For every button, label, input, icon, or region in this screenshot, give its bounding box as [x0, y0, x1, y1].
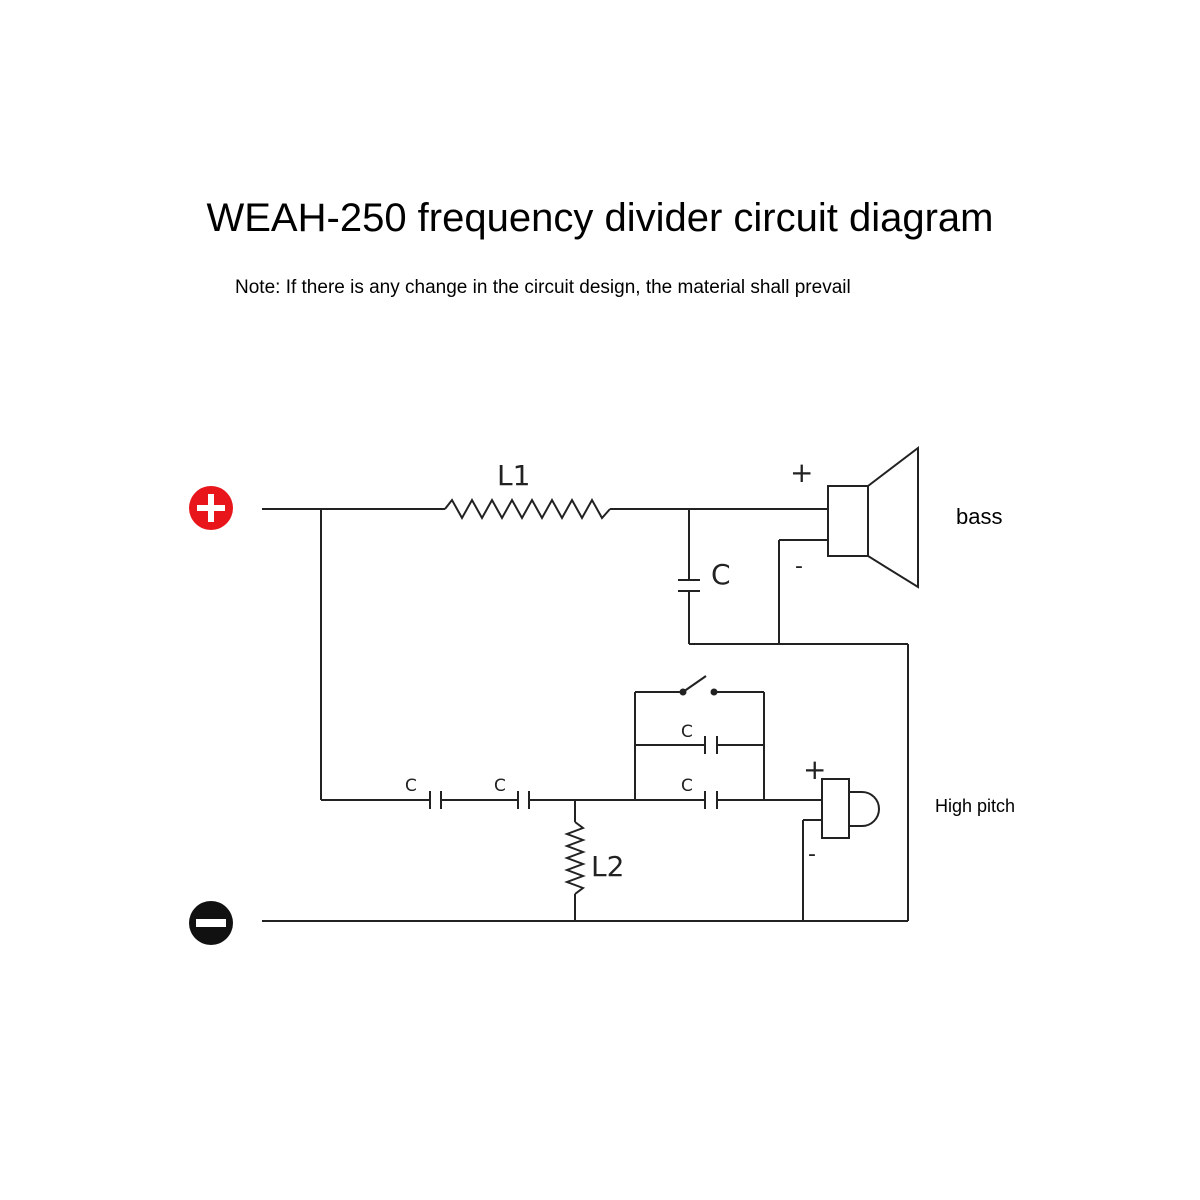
label-parallel-cap-bottom: C — [681, 776, 693, 796]
label-series-cap-2: C — [494, 776, 506, 796]
bass-speaker-icon — [827, 445, 919, 589]
tweeter-speaker-icon — [821, 778, 880, 839]
tweeter-plus-sign: + — [803, 753, 826, 786]
bass-minus-sign: - — [795, 554, 803, 579]
bass-label: bass — [956, 504, 1002, 529]
label-l1: L1 — [497, 459, 530, 492]
tweeter-minus-sign: - — [808, 842, 816, 867]
positive-terminal-icon — [189, 486, 233, 530]
switch-lever — [682, 675, 707, 693]
label-c-bass: C — [711, 558, 731, 591]
inductor-l1 — [444, 497, 611, 521]
negative-terminal-icon — [189, 901, 233, 945]
bass-plus-sign: + — [790, 456, 813, 489]
inductor-l2 — [564, 821, 586, 895]
design-note: Note: If there is any change in the circ… — [235, 277, 851, 298]
page-title: WEAH-250 frequency divider circuit diagr… — [206, 196, 994, 240]
label-l2: L2 — [591, 850, 624, 883]
high-pitch-label: High pitch — [935, 796, 1015, 816]
label-parallel-cap-top: C — [681, 722, 693, 742]
label-series-cap-1: C — [405, 776, 417, 796]
